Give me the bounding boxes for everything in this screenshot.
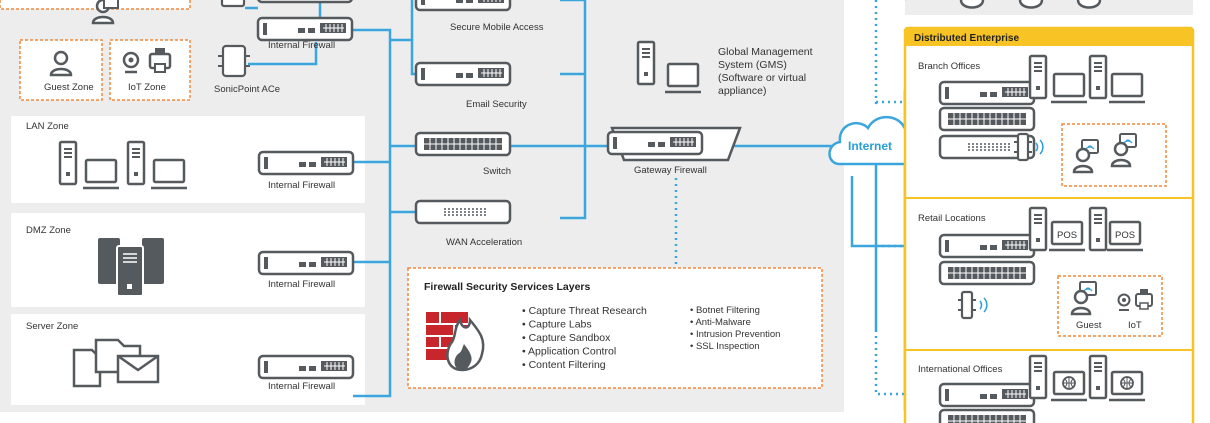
- secure-mobile-access-label: Secure Mobile Access: [450, 22, 544, 33]
- internal-firewall-1-label: Internal Firewall: [268, 40, 335, 51]
- access-point-top-icon: [220, 0, 246, 8]
- security-services-column-2: • Botnet Filtering• Anti-Malware• Intrus…: [690, 305, 780, 352]
- international-offices-label: International Offices: [918, 364, 1003, 375]
- internal-firewall-top: [256, 0, 354, 4]
- gms-line-3: (Software or virtual: [718, 72, 806, 84]
- gms-line-4: appliance): [718, 85, 766, 97]
- server-files-icon: [72, 338, 160, 388]
- branch-firewall: [938, 80, 1036, 106]
- internal-firewall-4-label: Internal Firewall: [268, 381, 335, 392]
- security-service-item: • Content Filtering: [522, 359, 606, 371]
- gms-line-1: Global Management: [718, 46, 813, 58]
- iot-zone-box: [109, 39, 191, 101]
- security-service-item: • Intrusion Prevention: [690, 329, 780, 340]
- pos-label-2: POS: [1115, 230, 1135, 241]
- internal-firewall-2-label: Internal Firewall: [268, 180, 335, 191]
- security-service-item: • Capture Sandbox: [522, 332, 611, 344]
- internal-firewall-3-label: Internal Firewall: [268, 279, 335, 290]
- iot-devices-icon: [122, 48, 172, 74]
- retail-locations-label: Retail Locations: [918, 213, 986, 224]
- international-switch: [938, 408, 1036, 423]
- security-service-item: • Application Control: [522, 346, 616, 358]
- wan-acceleration-label: WAN Acceleration: [446, 237, 522, 248]
- retail-switch: [938, 260, 1036, 286]
- internal-firewall-1: [256, 16, 354, 42]
- gateway-firewall-label: Gateway Firewall: [634, 165, 707, 176]
- distributed-enterprise-header: [905, 28, 1193, 46]
- security-service-item: • Capture Labs: [522, 319, 592, 331]
- iot-label: IoT: [1128, 320, 1142, 331]
- secure-mobile-access-device: [414, 0, 512, 12]
- remote-users-panel: [905, 0, 1193, 15]
- internal-firewall-3: [257, 250, 355, 276]
- top-zone-box: [0, 0, 191, 10]
- international-firewall: [938, 382, 1036, 408]
- internal-firewall-4: [257, 354, 355, 380]
- security-service-item: • Anti-Malware: [690, 317, 751, 328]
- gateway-firewall-device: [606, 126, 742, 162]
- internal-firewall-2: [257, 150, 355, 176]
- dmz-servers-icon: [98, 238, 164, 297]
- firewall-flame-icon: [426, 312, 485, 372]
- pos-label-1: POS: [1057, 230, 1077, 241]
- wan-acceleration-device: [414, 199, 512, 225]
- sonicpoint-label: SonicPoint ACe: [214, 84, 280, 95]
- distributed-enterprise-title: Distributed Enterprise: [914, 33, 1019, 44]
- gms-line-2: System (GMS): [718, 59, 787, 71]
- internet-label: Internet: [848, 139, 892, 153]
- security-service-item: • SSL Inspection: [690, 341, 760, 352]
- sonicpoint-ap-icon: [218, 44, 250, 78]
- lan-zone-label: LAN Zone: [26, 121, 69, 132]
- security-services-column-1: • Capture Threat Research• Capture Labs•…: [522, 305, 647, 371]
- retail-firewall: [938, 233, 1036, 259]
- server-zone-label: Server Zone: [26, 321, 78, 332]
- remote-users-icons: [959, 0, 1102, 9]
- dmz-zone-label: DMZ Zone: [26, 225, 71, 236]
- switch-device: [414, 131, 512, 157]
- guest-label: Guest: [1076, 320, 1102, 331]
- email-security-device: [414, 61, 512, 87]
- user-desktop-icon: [91, 0, 119, 25]
- security-service-item: • Botnet Filtering: [690, 305, 760, 316]
- branch-offices-label: Branch Offices: [918, 61, 980, 72]
- security-service-item: • Capture Threat Research: [522, 305, 647, 317]
- email-security-label: Email Security: [466, 99, 527, 110]
- security-services-title: Firewall Security Services Layers: [424, 281, 591, 293]
- branch-switch: [938, 106, 1036, 132]
- retail-iot-icon: [1117, 289, 1153, 311]
- guest-zone-label: Guest Zone: [44, 82, 94, 93]
- switch-label: Switch: [483, 166, 511, 177]
- iot-zone-label: IoT Zone: [128, 82, 166, 93]
